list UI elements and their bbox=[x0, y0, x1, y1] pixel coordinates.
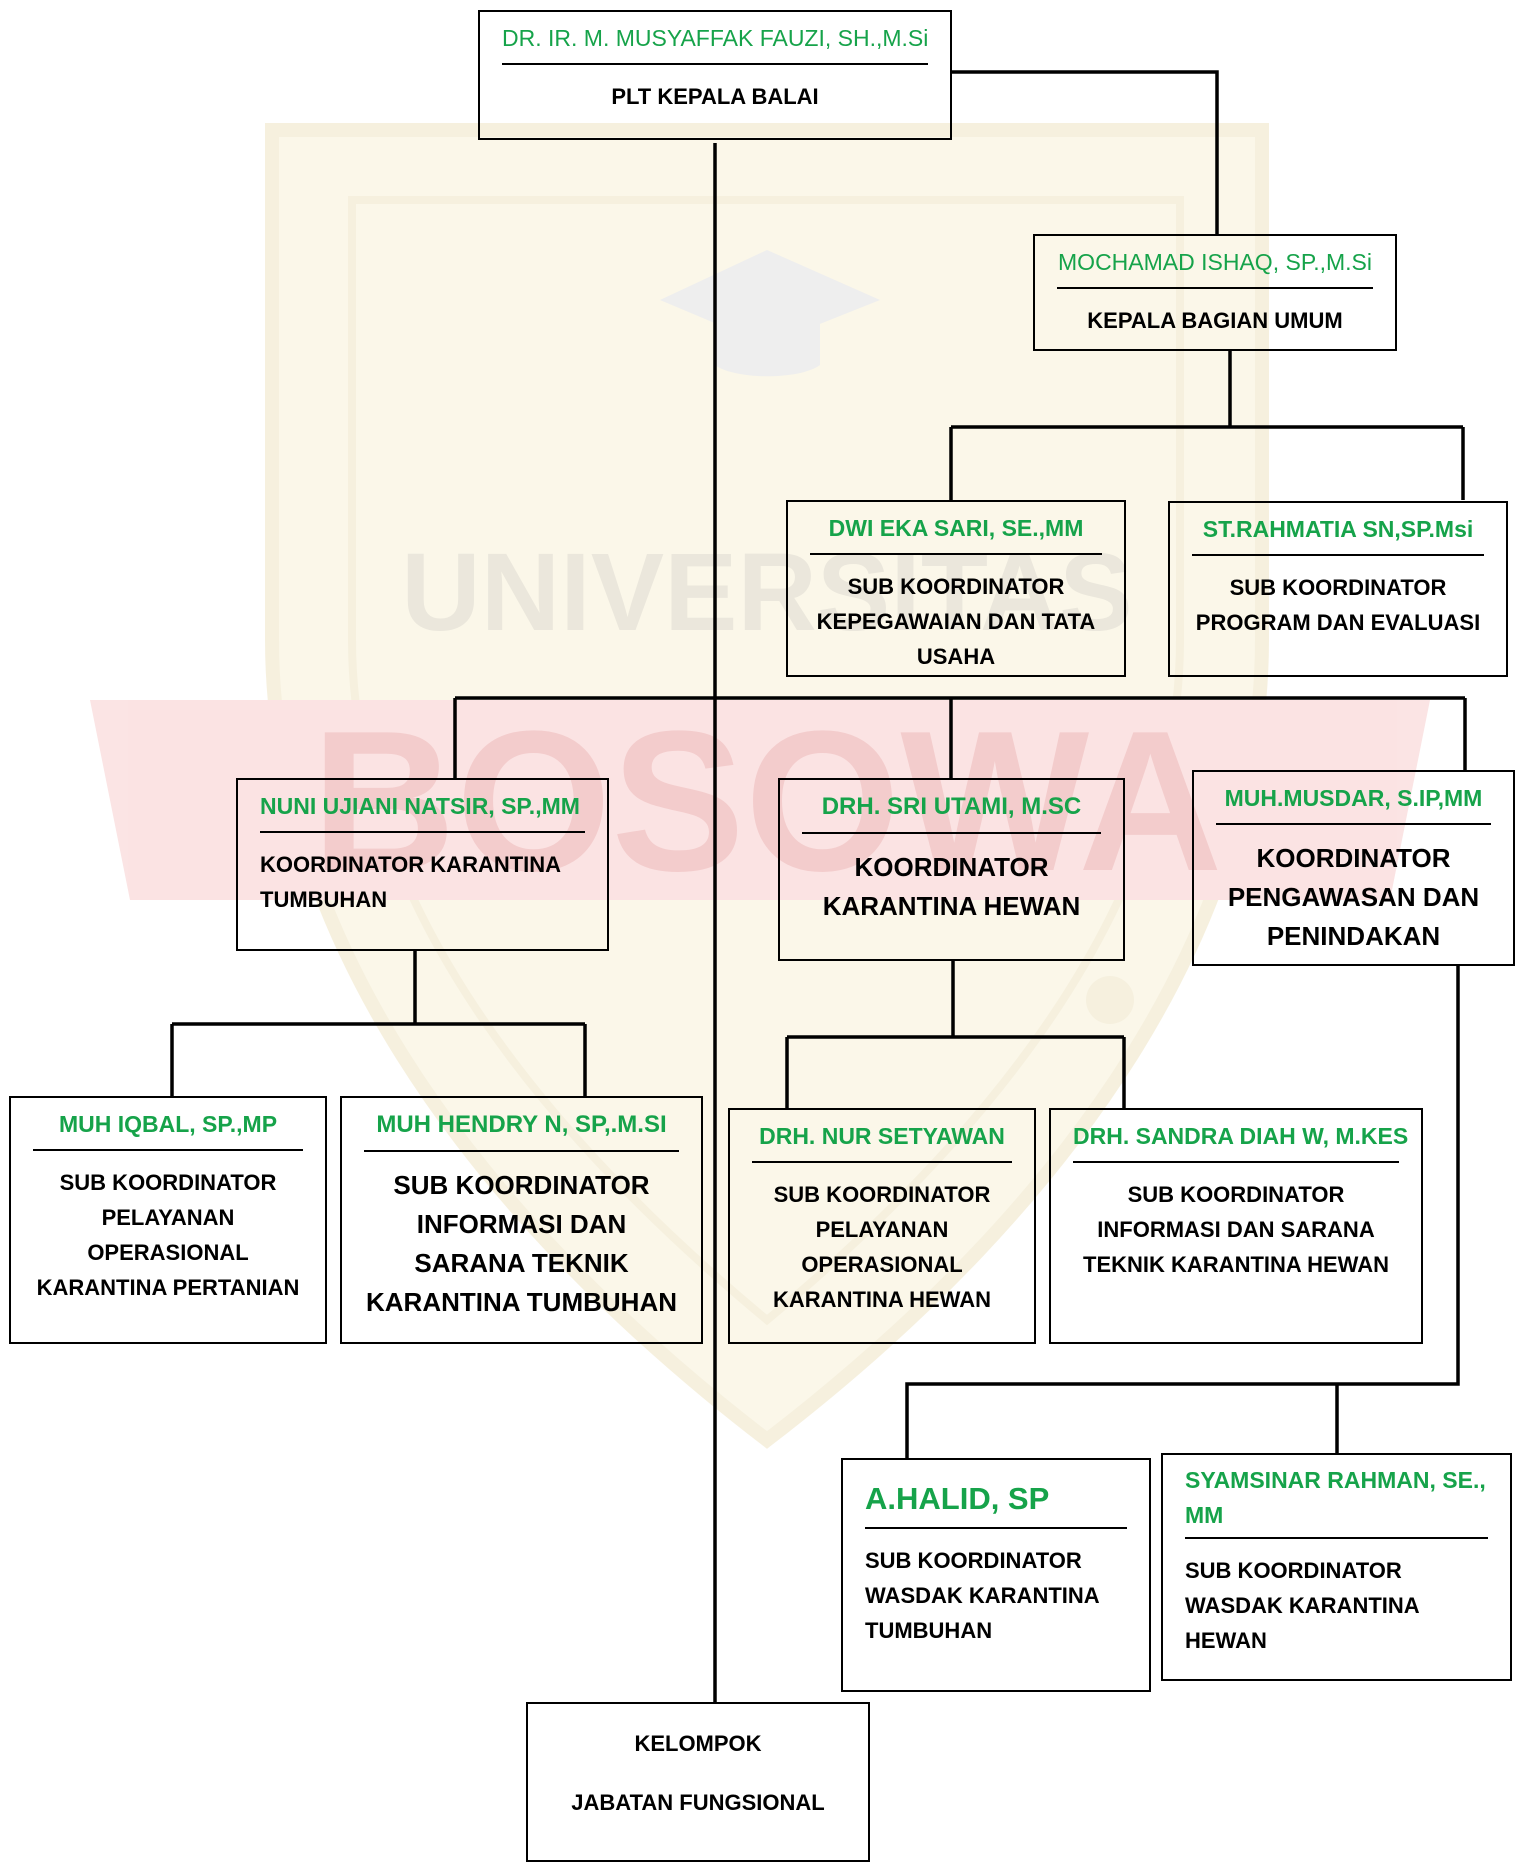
plant-service-name: MUH IQBAL, SP.,MP bbox=[33, 1110, 303, 1151]
connector-head-to-general bbox=[951, 70, 1219, 234]
connector-supervision-children bbox=[905, 966, 1460, 1458]
animal-info-name: DRH. SANDRA DIAH W, M.KES bbox=[1073, 1122, 1408, 1163]
general-affairs-box: MOCHAMAD ISHAQ, SP.,M.Si KEPALA BAGIAN U… bbox=[1033, 234, 1397, 351]
functional-group-line1: KELOMPOK bbox=[634, 1731, 762, 1756]
staffing-box: DWI EKA SARI, SE.,MM SUB KOORDINATOR KEP… bbox=[786, 500, 1126, 677]
connector-general-to-subs bbox=[949, 351, 1465, 500]
functional-group-box: KELOMPOK JABATAN FUNGSIONAL bbox=[526, 1702, 870, 1862]
plant-quarantine-name: NUNI UJIANI NATSIR, SP.,MM bbox=[260, 792, 585, 833]
animal-quarantine-name: DRH. SRI UTAMI, M.SC bbox=[802, 792, 1101, 834]
watermark-bottom-text: BOSOWA bbox=[311, 690, 1222, 913]
connector-animal-children bbox=[785, 961, 1126, 1108]
wasdak-animal-box: SYAMSINAR RAHMAN, SE., MM SUB KOORDINATO… bbox=[1161, 1453, 1512, 1681]
general-affairs-title: KEPALA BAGIAN UMUM bbox=[1087, 307, 1343, 333]
wasdak-plant-box: A.HALID, SP SUB KOORDINATOR WASDAK KARAN… bbox=[841, 1458, 1151, 1692]
plant-service-box: MUH IQBAL, SP.,MP SUB KOORDINATOR PELAYA… bbox=[9, 1096, 327, 1344]
plant-info-name: MUH HENDRY N, SP,.M.SI bbox=[364, 1110, 679, 1152]
animal-service-title: SUB KOORDINATOR PELAYANAN OPERASIONAL KA… bbox=[773, 1181, 991, 1312]
plant-service-title: SUB KOORDINATOR PELAYANAN OPERASIONAL KA… bbox=[36, 1169, 300, 1300]
head-title: PLT KEPALA BALAI bbox=[611, 83, 819, 109]
plant-info-box: MUH HENDRY N, SP,.M.SI SUB KOORDINATOR I… bbox=[340, 1096, 703, 1344]
watermark-top-text: UNIVERSITAS bbox=[401, 531, 1132, 654]
program-name: ST.RAHMATIA SN,SP.Msi bbox=[1192, 515, 1484, 556]
staffing-name: DWI EKA SARI, SE.,MM bbox=[810, 514, 1102, 555]
wasdak-plant-title: SUB KOORDINATOR WASDAK KARANTINA TUMBUHA… bbox=[865, 1547, 1099, 1643]
animal-quarantine-title: KOORDINATOR KARANTINA HEWAN bbox=[822, 852, 1081, 921]
wasdak-animal-name: SYAMSINAR RAHMAN, SE., MM bbox=[1185, 1463, 1488, 1539]
animal-service-box: DRH. NUR SETYAWAN SUB KOORDINATOR PELAYA… bbox=[728, 1108, 1036, 1344]
supervision-title: KOORDINATOR PENGAWASAN DAN PENINDAKAN bbox=[1227, 842, 1480, 951]
supervision-box: MUH.MUSDAR, S.IP,MM KOORDINATOR PENGAWAS… bbox=[1192, 770, 1515, 966]
animal-info-title: SUB KOORDINATOR INFORMASI DAN SARANA TEK… bbox=[1083, 1181, 1389, 1277]
plant-quarantine-box: NUNI UJIANI NATSIR, SP.,MM KOORDINATOR K… bbox=[236, 778, 609, 951]
staffing-title: SUB KOORDINATOR KEPEGAWAIAN DAN TATA USA… bbox=[816, 573, 1096, 669]
animal-quarantine-box: DRH. SRI UTAMI, M.SC KOORDINATOR KARANTI… bbox=[778, 778, 1125, 961]
program-box: ST.RAHMATIA SN,SP.Msi SUB KOORDINATOR PR… bbox=[1168, 501, 1508, 677]
head-name: DR. IR. M. MUSYAFFAK FAUZI, SH.,M.Si bbox=[502, 24, 928, 65]
connector-plant-children bbox=[170, 951, 587, 1096]
animal-info-box: DRH. SANDRA DIAH W, M.KES SUB KOORDINATO… bbox=[1049, 1108, 1423, 1344]
wasdak-animal-title: SUB KOORDINATOR WASDAK KARANTINA HEWAN bbox=[1185, 1558, 1419, 1653]
wasdak-plant-name: A.HALID, SP bbox=[865, 1480, 1127, 1529]
connector-coordinators-bar bbox=[453, 696, 1467, 778]
animal-service-name: DRH. NUR SETYAWAN bbox=[752, 1122, 1012, 1163]
plant-info-title: SUB KOORDINATOR INFORMASI DAN SARANA TEK… bbox=[366, 1170, 677, 1317]
head-box: DR. IR. M. MUSYAFFAK FAUZI, SH.,M.Si PLT… bbox=[478, 10, 952, 140]
plant-quarantine-title: KOORDINATOR KARANTINA TUMBUHAN bbox=[260, 851, 561, 912]
program-title: SUB KOORDINATOR PROGRAM DAN EVALUASI bbox=[1195, 574, 1481, 635]
supervision-name: MUH.MUSDAR, S.IP,MM bbox=[1216, 784, 1491, 825]
functional-group-line2: JABATAN FUNGSIONAL bbox=[571, 1790, 825, 1815]
general-affairs-name: MOCHAMAD ISHAQ, SP.,M.Si bbox=[1057, 248, 1373, 289]
